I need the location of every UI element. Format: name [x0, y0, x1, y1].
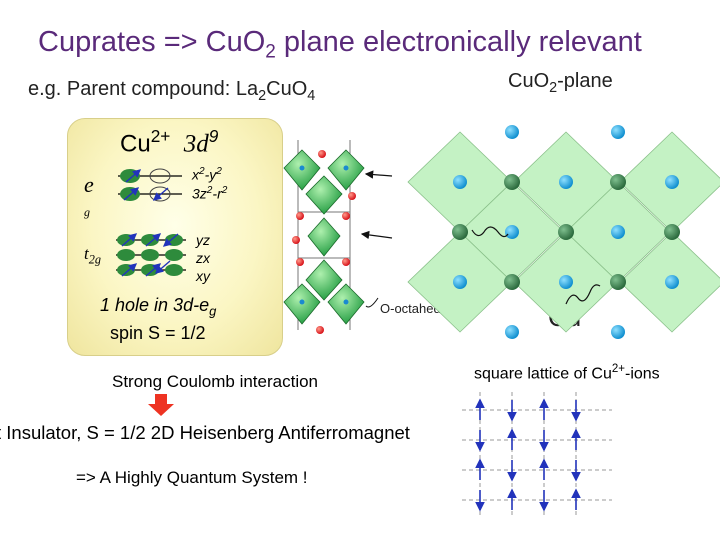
eg-orbital-2: 3z2-r2 — [192, 185, 228, 202]
cu-configuration: Cu2+ 3d9 — [120, 126, 219, 158]
spin-arrows — [475, 398, 581, 512]
cuo2-plane — [407, 125, 720, 339]
cuo2-plane-label: CuO2-plane — [508, 70, 613, 97]
hole-text: 1 hole in 3d-eg — [100, 295, 217, 319]
quantum-system-text: => A Highly Quantum System ! — [76, 468, 308, 487]
eg-orbital-1: x2-y2 — [192, 166, 222, 183]
eg-level-lines — [118, 168, 182, 202]
coulomb-text: Strong Coulomb interaction — [112, 372, 319, 391]
t2g-orbital-yz: yz — [196, 232, 210, 248]
eg-level-subscript: g — [84, 205, 90, 219]
spin-lattice — [462, 392, 612, 516]
t2g-orbital-zx: zx — [196, 250, 210, 266]
square-lattice-label: square lattice of Cu2+-ions — [474, 363, 660, 383]
page-title: Cuprates => CuO2 plane electronically re… — [38, 26, 642, 63]
t2g-level-lines — [116, 233, 186, 277]
parent-compound-caption: e.g. Parent compound: La2CuO4 — [28, 78, 316, 105]
t2g-orbital-xy: xy — [196, 268, 210, 284]
octahedra-stack — [283, 140, 393, 334]
mott-insulator-text: t Insulator, S = 1/2 2D Heisenberg Antif… — [0, 422, 410, 443]
eg-level-label: e — [84, 172, 94, 197]
red-down-arrow — [148, 394, 174, 416]
t2g-level-label: t2g — [84, 244, 101, 267]
spin-text: spin S = 1/2 — [110, 323, 206, 343]
